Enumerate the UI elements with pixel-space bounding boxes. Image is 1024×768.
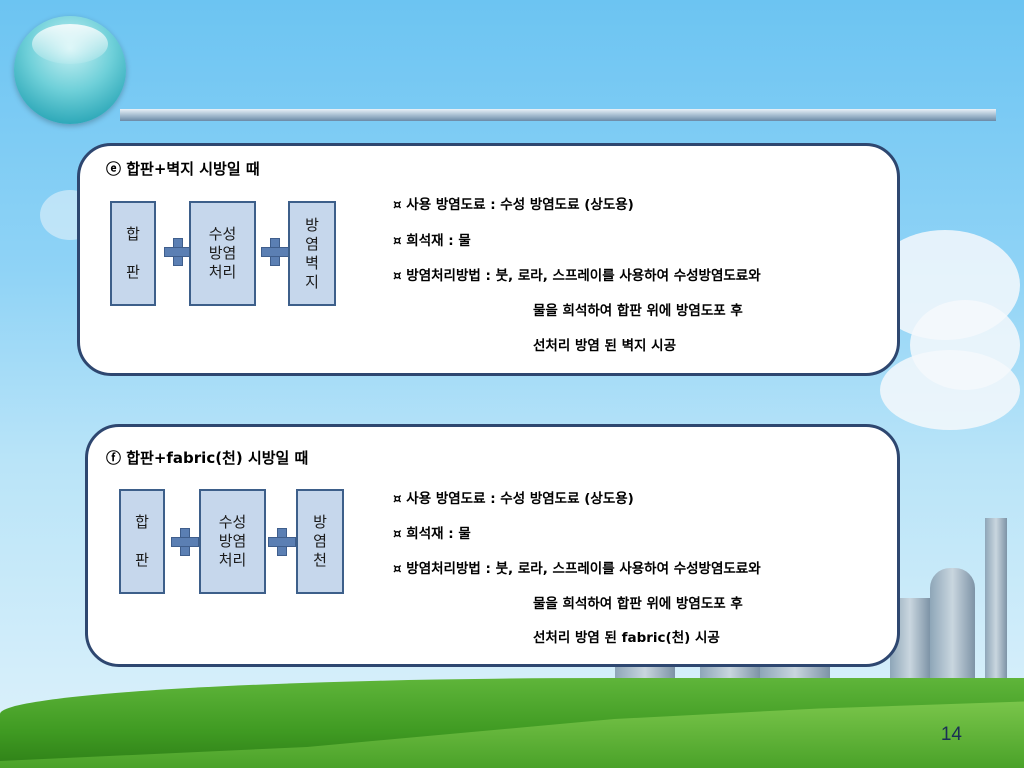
panel-title: ⓕ 합판+fabric(천) 시방일 때 xyxy=(106,449,309,467)
detail-line: 선처리 방염 된 벽지 시공 xyxy=(533,338,676,354)
step-box-wallpaper: 방 염 벽 지 xyxy=(288,201,336,306)
box-line: 합 xyxy=(135,513,149,531)
box-line: 수성 xyxy=(218,513,247,531)
plus-icon xyxy=(171,528,199,556)
detail-line: ¤ 희석재 : 물 xyxy=(393,233,471,249)
decorative-orb xyxy=(14,16,126,124)
box-line: 염 xyxy=(313,532,327,550)
step-box-plywood: 합 판 xyxy=(119,489,165,594)
step-box-treatment: 수성 방염 처리 xyxy=(189,201,256,306)
detail-line: 선처리 방염 된 fabric(천) 시공 xyxy=(533,630,720,646)
box-line: 판 xyxy=(126,263,140,281)
box-line: 수성 xyxy=(208,225,237,243)
step-box-fabric: 방 염 천 xyxy=(296,489,344,594)
step-box-plywood: 합 판 xyxy=(110,201,156,306)
detail-line: ¤ 방염처리방법 : 붓, 로라, 스프레이를 사용하여 수성방염도료와 xyxy=(393,268,761,284)
page-number: 14 xyxy=(940,724,962,745)
box-line: 처리 xyxy=(218,551,247,569)
box-line: 판 xyxy=(135,551,149,569)
plus-icon xyxy=(268,528,296,556)
panel-title: ⓔ 합판+벽지 시방일 때 xyxy=(106,160,260,178)
box-line: 천 xyxy=(313,551,327,569)
step-box-treatment: 수성 방염 처리 xyxy=(199,489,266,594)
box-line: 염 xyxy=(305,234,319,253)
box-line: 합 xyxy=(126,225,140,243)
detail-line: ¤ 사용 방염도료 : 수성 방염도료 (상도용) xyxy=(393,197,634,213)
box-line: 방염 xyxy=(208,244,237,262)
detail-line: 물을 희석하여 합판 위에 방염도포 후 xyxy=(533,303,743,319)
box-line: 방 xyxy=(305,215,319,234)
panel-plywood-wallpaper: ⓔ 합판+벽지 시방일 때 합 판 수성 방염 처리 방 염 벽 지 ¤ 사용 … xyxy=(77,143,900,376)
box-line: 벽 xyxy=(305,253,319,272)
box-line: 방염 xyxy=(218,532,247,550)
detail-line: ¤ 방염처리방법 : 붓, 로라, 스프레이를 사용하여 수성방염도료와 xyxy=(393,561,761,577)
detail-line: ¤ 희석재 : 물 xyxy=(393,526,471,542)
panel-plywood-fabric: ⓕ 합판+fabric(천) 시방일 때 합 판 수성 방염 처리 방 염 천 … xyxy=(85,424,900,667)
plus-icon xyxy=(261,238,289,266)
box-line: 지 xyxy=(305,272,319,291)
box-line: 처리 xyxy=(208,263,237,281)
detail-line: ¤ 사용 방염도료 : 수성 방염도료 (상도용) xyxy=(393,491,634,507)
detail-line: 물을 희석하여 합판 위에 방염도포 후 xyxy=(533,596,743,612)
header-bar xyxy=(120,109,996,121)
box-line: 방 xyxy=(313,513,327,531)
plus-icon xyxy=(164,238,192,266)
